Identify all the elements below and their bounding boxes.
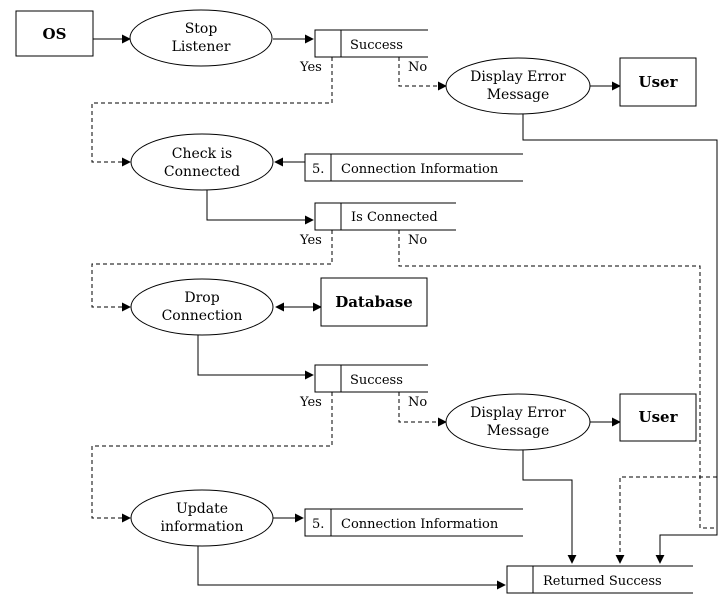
process-drop-connection-line2: Connection — [162, 308, 243, 324]
process-stop-listener-line2: Listener — [172, 39, 231, 55]
entity-user-1-label: User — [639, 73, 679, 91]
flow-error2-to-returned — [522, 450, 577, 564]
process-drop-connection-line1: Drop — [184, 290, 219, 306]
entity-user-2-label: User — [639, 408, 679, 426]
store-is-connected[interactable]: Is Connected — [314, 202, 456, 231]
process-display-error-1[interactable]: Display Error Message — [445, 57, 591, 115]
process-update-information-line2: information — [161, 519, 244, 535]
process-update-information[interactable]: Update information — [130, 489, 274, 547]
flow-dash-to-returned — [615, 476, 717, 564]
store-returned-success[interactable]: Returned Success — [506, 565, 693, 594]
branch-yes-3: Yes — [299, 395, 322, 410]
flow-success2-no-to-error — [398, 392, 447, 427]
store-success-2-label: Success — [350, 373, 403, 388]
entity-database[interactable]: Database — [320, 277, 428, 327]
process-check-connected-line2: Connected — [164, 164, 240, 180]
process-display-error-2[interactable]: Display Error Message — [445, 393, 591, 451]
process-check-connected[interactable]: Check is Connected — [130, 133, 274, 191]
store-success-1[interactable]: Success — [314, 29, 428, 58]
store-connection-info-2[interactable]: 5. Connection Information — [304, 508, 523, 537]
process-stop-listener-line1: Stop — [185, 21, 218, 37]
process-display-error-1-line2: Message — [487, 87, 550, 103]
branch-yes-1: Yes — [299, 60, 322, 75]
store-connection-info-1-id: 5. — [312, 162, 324, 177]
entity-user-2[interactable]: User — [619, 393, 697, 442]
branch-yes-2: Yes — [299, 233, 322, 248]
store-success-2[interactable]: Success — [314, 364, 428, 393]
flow-error1-to-returned — [522, 114, 718, 564]
store-connection-info-2-label: Connection Information — [341, 517, 499, 532]
flow-success-yes-to-check — [91, 57, 333, 167]
entity-os[interactable]: OS — [15, 10, 94, 57]
flow-connected-no-dash — [398, 230, 715, 529]
process-check-connected-line1: Check is — [172, 146, 232, 162]
flow-drop-to-success — [197, 335, 314, 380]
branch-no-3: No — [408, 395, 427, 410]
connectors — [91, 34, 718, 590]
flow-check-to-is-connected — [206, 190, 314, 225]
store-success-1-label: Success — [350, 38, 403, 53]
branch-no-2: No — [408, 233, 427, 248]
branch-no-1: No — [408, 60, 427, 75]
flow-update-to-returned — [197, 546, 506, 590]
store-is-connected-label: Is Connected — [351, 210, 438, 225]
flow-connected-yes-to-drop — [91, 230, 333, 312]
store-connection-info-2-id: 5. — [312, 517, 324, 532]
store-connection-info-1[interactable]: 5. Connection Information — [304, 153, 523, 182]
process-display-error-2-line1: Display Error — [470, 405, 566, 421]
store-returned-success-label: Returned Success — [543, 574, 662, 589]
process-update-information-line1: Update — [176, 501, 228, 517]
entity-os-label: OS — [43, 25, 67, 43]
flow-success-no-to-error — [398, 57, 447, 91]
process-drop-connection[interactable]: Drop Connection — [130, 278, 274, 336]
entity-user-1[interactable]: User — [619, 57, 697, 107]
process-stop-listener[interactable]: Stop Listener — [129, 9, 273, 67]
entity-database-label: Database — [335, 293, 413, 311]
process-display-error-1-line1: Display Error — [470, 69, 566, 85]
flow-success2-yes-to-update — [91, 392, 333, 523]
store-connection-info-1-label: Connection Information — [341, 162, 499, 177]
process-display-error-2-line2: Message — [487, 423, 550, 439]
